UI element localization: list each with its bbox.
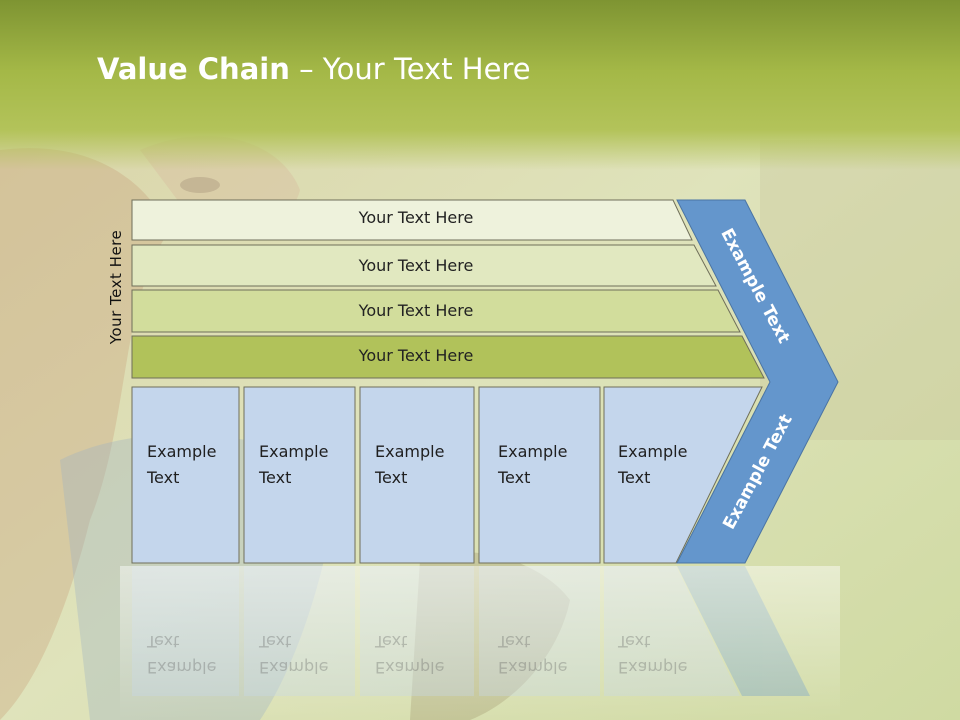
chain-cell[interactable] — [243, 386, 356, 564]
slide-title-bold: Value Chain — [97, 52, 290, 86]
chain-bar[interactable] — [131, 335, 765, 379]
chain-bar[interactable] — [131, 244, 717, 287]
bar-label: Your Text Here — [358, 208, 474, 227]
reflection-fade — [120, 566, 840, 720]
cell-label: Example Text — [618, 442, 688, 487]
chain-bar[interactable] — [131, 289, 741, 333]
chain-cell[interactable] — [603, 386, 763, 564]
bar-label: Your Text Here — [358, 301, 474, 320]
chain-cell[interactable] — [131, 386, 240, 564]
bar-label: Your Text Here — [358, 346, 474, 365]
chain-bar[interactable] — [131, 199, 693, 241]
reflected-labels: ExampleText ExampleText ExampleText Exam… — [146, 632, 687, 677]
cell-label: Example Text — [498, 442, 568, 487]
chain-cell[interactable] — [359, 386, 475, 564]
reflected-cell-label: ExampleText — [146, 632, 216, 677]
chevron-arrow[interactable] — [676, 199, 839, 564]
reflected-cell-label: ExampleText — [497, 632, 567, 677]
chain-cell[interactable] — [478, 386, 601, 564]
reflected-cell-label: ExampleText — [258, 632, 328, 677]
slide-title: Value Chain – Your Text Here — [97, 52, 531, 86]
cell-label: Example Text — [147, 442, 217, 487]
bar-label: Your Text Here — [358, 256, 474, 275]
cell-label: Example Text — [375, 442, 445, 487]
reflected-cell-label: ExampleText — [617, 632, 687, 677]
cell-label: Example Text — [259, 442, 329, 487]
slide-title-rest: – Your Text Here — [289, 52, 531, 86]
reflected-cell-label: ExampleText — [374, 632, 444, 677]
